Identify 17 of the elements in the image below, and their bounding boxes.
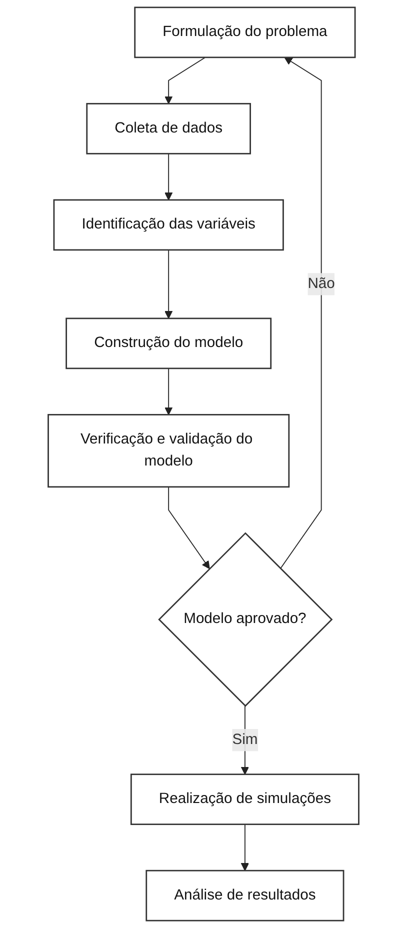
arrow: [240, 824, 250, 871]
node-box: Construção do modelo: [66, 318, 272, 370]
arrow: [164, 56, 206, 104]
node-box: Análise de resultados: [146, 870, 344, 922]
arrow: [168, 486, 210, 570]
arrow: [164, 153, 173, 200]
node-box: Formulação do problema: [134, 6, 356, 58]
arrow: [164, 368, 173, 416]
node-box: Coleta de dados: [86, 102, 251, 154]
node-box: Verificação e validação do modelo: [48, 414, 290, 488]
node-box: Identificação das variáveis: [53, 199, 284, 251]
node-box: Realização de simulações: [130, 774, 360, 826]
edge-label: Sim: [232, 732, 258, 748]
node-diamond: Modelo aprovado?: [158, 532, 333, 707]
arrow: [164, 249, 173, 319]
arrow: [280, 57, 322, 570]
edge-label: Não: [308, 276, 335, 292]
